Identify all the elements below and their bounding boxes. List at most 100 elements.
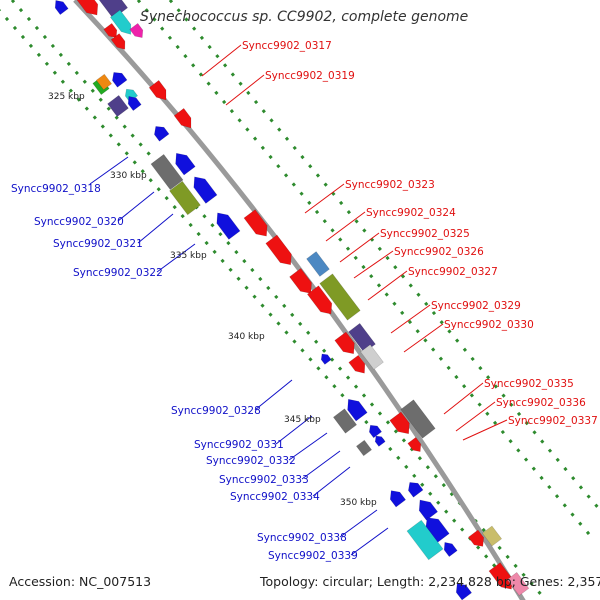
- track-outer-reverse: [0, 8, 527, 600]
- gene-0333-arrow[interactable]: [373, 434, 386, 447]
- gene-label-0322[interactable]: Syncc9902_0322: [73, 267, 163, 279]
- gene-label-0320[interactable]: Syncc9902_0320: [34, 216, 124, 228]
- gene-0330a-arrow[interactable]: [334, 331, 359, 358]
- gene-0322-arrow[interactable]: [212, 209, 241, 240]
- kbp-tick-345: 345 kbp: [284, 415, 321, 425]
- gene-0330-grey[interactable]: [360, 344, 384, 370]
- gene-label-0328[interactable]: Syncc9902_0328: [171, 405, 261, 417]
- gene-0338a-arrow[interactable]: [386, 487, 407, 508]
- gene-0339-box[interactable]: [406, 519, 444, 561]
- gene-0336-box[interactable]: [400, 399, 436, 439]
- gene-label-0332[interactable]: Syncc9902_0332: [206, 455, 296, 467]
- gene-label-0319[interactable]: Syncc9902_0319: [265, 70, 355, 82]
- genome-summary-text: Topology: circular; Length: 2,234,828 bp…: [260, 574, 600, 589]
- gene-0319b-arrow[interactable]: [173, 107, 196, 131]
- leader-0328: [254, 379, 293, 411]
- gene-0318b-arrow[interactable]: [125, 93, 142, 112]
- leader-0326: [353, 250, 394, 279]
- gene-label-0323[interactable]: Syncc9902_0323: [345, 179, 435, 191]
- gene-0320a-arrow[interactable]: [171, 149, 196, 176]
- kbp-tick-350: 350 kbp: [340, 498, 377, 508]
- gene-pink-box[interactable]: [506, 571, 530, 597]
- gene-0330b-arrow[interactable]: [348, 354, 369, 377]
- gene-0318-arrow[interactable]: [151, 123, 170, 142]
- gene-0316-arrow[interactable]: [72, 0, 102, 19]
- gene-0342-arrow[interactable]: [452, 580, 473, 600]
- gene-0329-box[interactable]: [319, 273, 361, 321]
- leader-0319: [225, 74, 265, 106]
- leader-0330: [403, 323, 444, 353]
- gene-0331-box[interactable]: [332, 408, 358, 434]
- gene-label-0317[interactable]: Syncc9902_0317: [242, 40, 332, 52]
- gene-label-0330[interactable]: Syncc9902_0330: [444, 319, 534, 331]
- gene-0339-arrow[interactable]: [441, 539, 458, 558]
- gene-0319-arrow[interactable]: [148, 79, 171, 103]
- leader-0329: [390, 304, 431, 334]
- gene-magenta-top[interactable]: [129, 22, 146, 40]
- gene-label-0327[interactable]: Syncc9902_0327: [408, 266, 498, 278]
- leader-0325: [339, 232, 380, 263]
- kbp-tick-330: 330 kbp: [110, 171, 147, 181]
- gene-0318a-arrow[interactable]: [109, 69, 128, 88]
- gene-cyan-top[interactable]: [109, 9, 135, 38]
- gene-0317-arrow[interactable]: [110, 33, 129, 53]
- gene-0338-arrow[interactable]: [414, 496, 439, 521]
- leader-0337: [462, 419, 508, 441]
- gene-0327-arrow[interactable]: [306, 285, 336, 318]
- gene-label-0334[interactable]: Syncc9902_0334: [230, 491, 320, 503]
- gene-khaki-box[interactable]: [481, 525, 503, 547]
- gene-0316r-arrow[interactable]: [52, 0, 69, 16]
- gene-0320-box[interactable]: [150, 153, 184, 191]
- kbp-tick-325: 325 kbp: [48, 92, 85, 102]
- gene-0341-arrow[interactable]: [488, 562, 517, 594]
- gene-label-0324[interactable]: Syncc9902_0324: [366, 207, 456, 219]
- leader-0320: [117, 191, 155, 222]
- gene-0328-arrow[interactable]: [319, 352, 332, 365]
- leader-0335: [443, 382, 484, 415]
- track-outer-forward: [168, 0, 600, 511]
- leader-0321: [137, 213, 174, 244]
- gene-0337-arrow[interactable]: [407, 436, 424, 454]
- gene-0331a-arrow[interactable]: [343, 395, 368, 422]
- leader-0327: [367, 270, 408, 301]
- gene-label-0329[interactable]: Syncc9902_0329: [431, 300, 521, 312]
- gene-0335-arrow[interactable]: [389, 411, 414, 438]
- gene-0324-arrow[interactable]: [265, 234, 296, 269]
- leader-0339: [350, 527, 389, 556]
- gene-0321a-arrow[interactable]: [189, 173, 218, 204]
- gene-label-0331[interactable]: Syncc9902_0331: [194, 439, 284, 451]
- gene-orange-small[interactable]: [95, 73, 113, 91]
- kbp-tick-335: 335 kbp: [170, 251, 207, 261]
- gene-label-0338[interactable]: Syncc9902_0338: [257, 532, 347, 544]
- accession-text: Accession: NC_007513: [9, 574, 152, 589]
- kbp-tick-340: 340 kbp: [228, 332, 265, 342]
- label-leader-lines: [89, 44, 508, 556]
- gene-0321-box[interactable]: [169, 180, 201, 216]
- gene-0317a-arrow[interactable]: [103, 22, 120, 40]
- gene-label-0336[interactable]: Syncc9902_0336: [496, 397, 586, 409]
- gene-0338b-arrow[interactable]: [405, 479, 424, 498]
- gene-0323-arrow[interactable]: [243, 209, 272, 241]
- leader-0332: [288, 432, 328, 461]
- leader-0317: [201, 44, 242, 77]
- leader-0324: [325, 211, 366, 242]
- gene-0326-box[interactable]: [306, 251, 330, 277]
- gene-0325-arrow[interactable]: [289, 267, 317, 297]
- gene-0340-arrow[interactable]: [467, 529, 487, 550]
- gene-label-0321[interactable]: Syncc9902_0321: [53, 238, 143, 250]
- genome-title: Synechococcus sp. CC9902, complete genom…: [140, 9, 469, 25]
- gene-label-0337[interactable]: Syncc9902_0337: [508, 415, 598, 427]
- gene-label-0325[interactable]: Syncc9902_0325: [380, 228, 470, 240]
- gene-label-0318[interactable]: Syncc9902_0318: [11, 183, 101, 195]
- leader-0338: [339, 509, 378, 538]
- gene-label-0326[interactable]: Syncc9902_0326: [394, 246, 484, 258]
- gene-label-0339[interactable]: Syncc9902_0339: [268, 550, 358, 562]
- gene-0332-arrow[interactable]: [366, 422, 383, 439]
- gene-0334-box[interactable]: [355, 439, 373, 457]
- gene-cyan-mid[interactable]: [122, 86, 139, 103]
- gene-label-0335[interactable]: Syncc9902_0335: [484, 378, 574, 390]
- gene-purple-mid[interactable]: [107, 94, 129, 118]
- gene-label-0333[interactable]: Syncc9902_0333: [219, 474, 309, 486]
- leader-0318: [89, 156, 129, 185]
